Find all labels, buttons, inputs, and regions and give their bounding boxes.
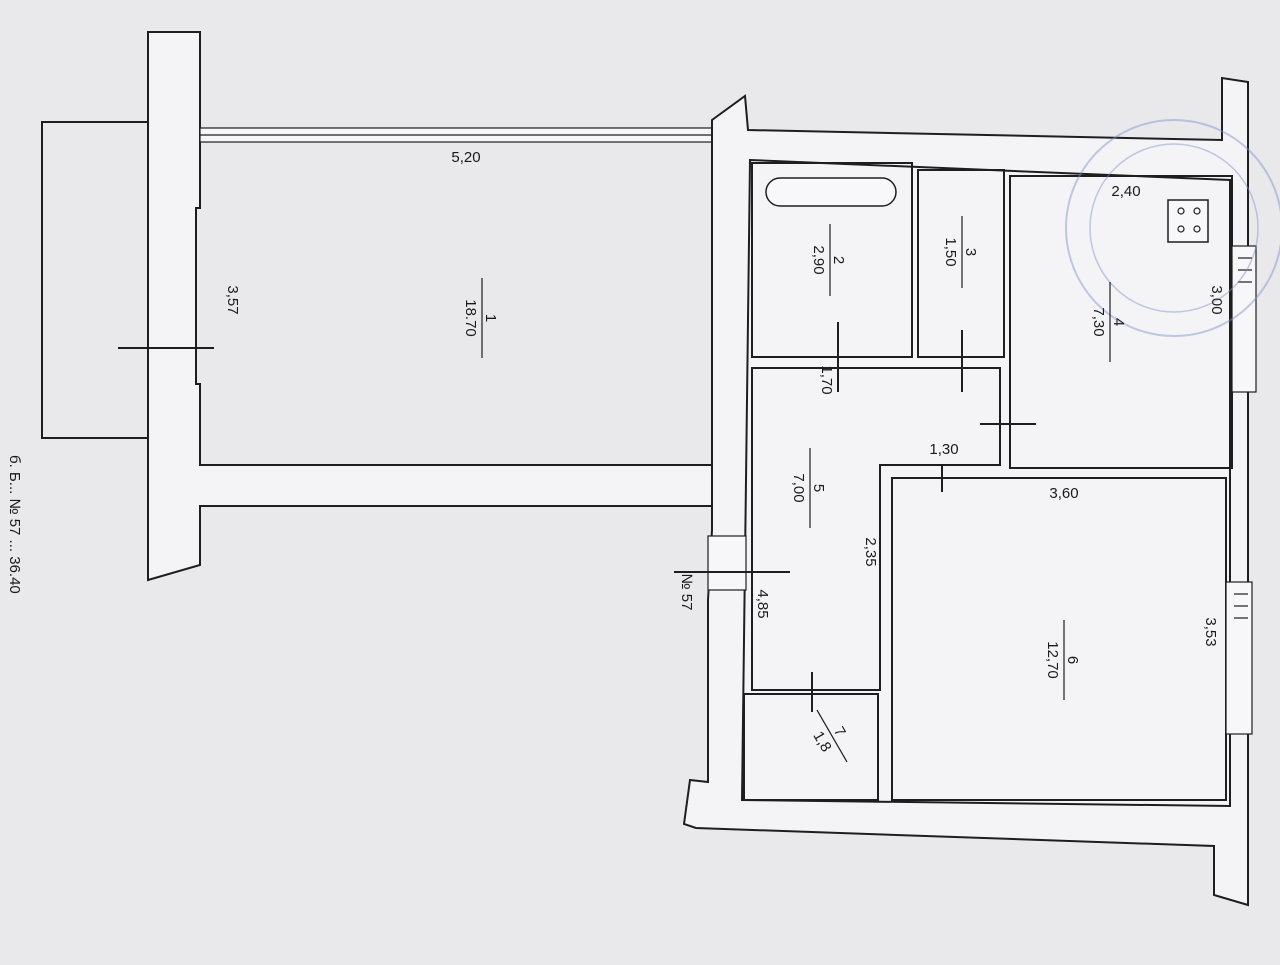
- dim-room1-width: 3,57: [224, 285, 241, 314]
- room-2-area: 2,90: [810, 245, 827, 274]
- room-5-outline: [751, 367, 1001, 691]
- stove-burner-icon: [1177, 207, 1185, 215]
- dim-kitchen-length: 3,00: [1208, 285, 1225, 314]
- stove-burner-icon: [1193, 225, 1201, 233]
- stove-icon: [1167, 199, 1209, 243]
- room-1-label: 1 18.70: [462, 278, 499, 358]
- entrance-door: [707, 535, 747, 591]
- wall-room1-left: [147, 31, 713, 582]
- header-partial: б. Б... № 57 ... 36.40: [6, 455, 23, 594]
- room-4-label: 4 7,30: [1090, 282, 1127, 362]
- room-5-label: 5 7,00: [790, 448, 827, 528]
- room-1-area: 18.70: [462, 299, 479, 337]
- room-3-number: 3: [962, 248, 979, 256]
- dim-hall-length: 2,35: [862, 537, 879, 566]
- dim-hall-width: 1,30: [929, 441, 958, 458]
- room-1-number: 1: [482, 314, 499, 322]
- room-5-number: 5: [810, 484, 827, 492]
- dim-room6-width: 3,60: [1049, 485, 1078, 502]
- room-4-area: 7,30: [1090, 307, 1107, 336]
- dim-doorway: 1,70: [818, 365, 835, 394]
- flat-number: № 57: [678, 574, 695, 611]
- window-room6: [1225, 581, 1253, 735]
- dim-room1-length: 5,20: [451, 149, 480, 166]
- header-text: б. Б... № 57 ... 36.40: [6, 455, 23, 594]
- room-3-area: 1,50: [942, 237, 959, 266]
- stove-burner-icon: [1193, 207, 1201, 215]
- window-kitchen: [1231, 245, 1257, 393]
- dim-room6-length: 3,53: [1202, 617, 1219, 646]
- stamp-seal: [1065, 119, 1280, 337]
- stove-burner-icon: [1177, 225, 1185, 233]
- room-2-number: 2: [830, 256, 847, 264]
- room-6-label: 6 12,70: [1044, 620, 1081, 700]
- room-6-number: 6: [1064, 656, 1081, 664]
- room-4-number: 4: [1110, 318, 1127, 326]
- room-6-area: 12,70: [1044, 641, 1061, 679]
- room-3-label: 3 1,50: [942, 216, 979, 288]
- bathtub-icon: [765, 177, 897, 207]
- dim-kitchen-width: 2,40: [1111, 183, 1140, 200]
- room-2-outline: [751, 162, 913, 358]
- dim-corridor-length: 4,85: [754, 589, 771, 618]
- room-5-area: 7,00: [790, 473, 807, 502]
- room-2-label: 2 2,90: [810, 224, 847, 296]
